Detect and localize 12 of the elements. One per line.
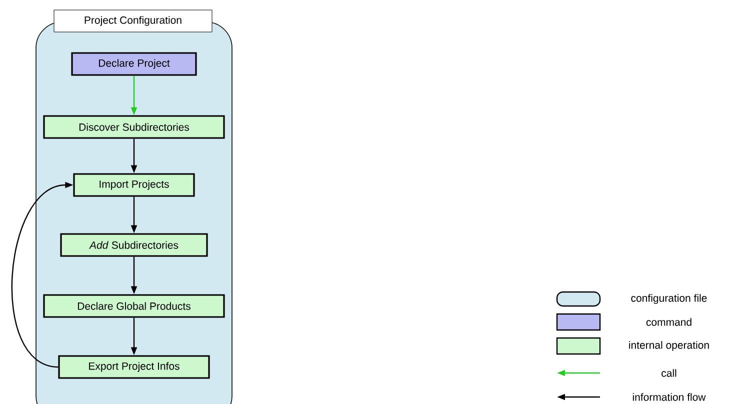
operation-box: Discover Subdirectories	[43, 115, 225, 139]
operation-box: Add Subdirectories	[60, 233, 208, 257]
container-title: Project Configuration	[54, 10, 212, 32]
operation-box: Export Project Infos	[58, 355, 210, 379]
legend-label: internal operation	[629, 341, 709, 351]
legend-label: information flow	[632, 393, 706, 401]
operation-box: Import Projects	[73, 173, 195, 197]
legend-label: configuration file	[631, 294, 707, 304]
legend-label: call	[662, 369, 676, 377]
legend-label: command	[646, 318, 692, 326]
operation-box: Declare Global Products	[43, 294, 225, 318]
command-box: Declare Project	[71, 52, 197, 76]
